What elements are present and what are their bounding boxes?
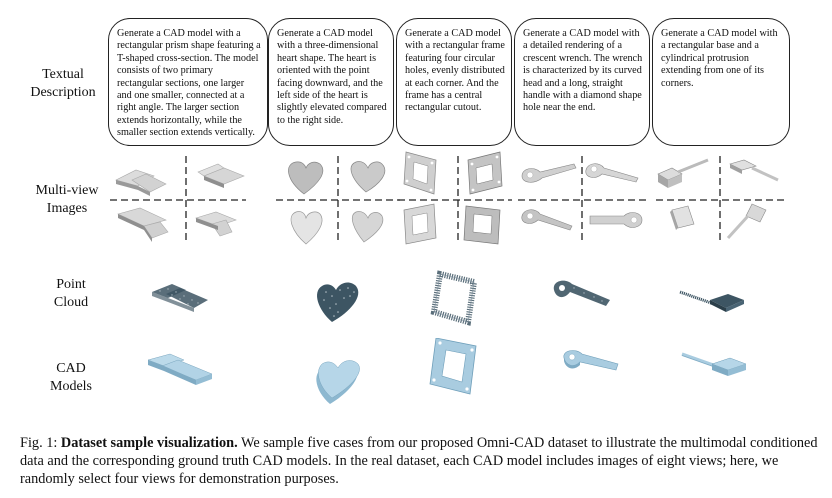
point-cloud-heart: [274, 260, 414, 335]
row-label-textual: Textual Description: [18, 66, 108, 102]
caption-body: We sample five cases from our proposed O…: [20, 435, 818, 487]
base-cylinder-view-4: [726, 203, 767, 240]
row-label-line: Textual: [42, 67, 84, 82]
description-bubble-3: Generate a CAD model with a rectangular …: [396, 18, 512, 146]
frame-view-4: [463, 205, 501, 245]
row-label-line: Images: [46, 201, 88, 216]
row-label-cad: CAD Models: [26, 360, 116, 396]
sample-column-heart: [274, 150, 414, 410]
cad-model-base-cylinder: [652, 338, 792, 408]
row-label-point-cloud: Point Cloud: [26, 276, 116, 312]
description-text: Generate a CAD model with a rectangular …: [661, 28, 778, 89]
wrench-view-2: [585, 163, 639, 183]
t-shape-view-3: [117, 207, 169, 242]
t-shape-view-4: [195, 211, 237, 237]
sample-column-base-cylinder: [652, 150, 792, 410]
row-label-line: Description: [30, 85, 96, 100]
wrench-view-3: [521, 209, 573, 231]
t-shape-view-2: [197, 163, 245, 188]
multiview-images-base-cylinder: [652, 150, 792, 250]
frame-view-2: [467, 151, 503, 195]
sample-column-t-shape: [108, 150, 248, 410]
cad-model-wrench: [514, 338, 654, 408]
row-label-line: Point: [56, 277, 86, 292]
row-label-line: Cloud: [53, 295, 89, 310]
description-bubble-4: Generate a CAD model with a detailed ren…: [514, 18, 650, 146]
row-label-line: CAD: [56, 361, 86, 376]
multiview-images-frame: [396, 150, 536, 250]
point-cloud-wrench: [514, 260, 654, 335]
description-text: Generate a CAD model with a three-dimens…: [277, 28, 387, 126]
cad-model-frame: [396, 338, 536, 408]
multiview-images-wrench: [514, 150, 654, 250]
row-label-line: Multi-view: [35, 183, 99, 198]
frame-view-1: [403, 151, 437, 195]
frame-view-3: [403, 203, 437, 245]
cad-model-t-shape: [108, 338, 248, 408]
base-cylinder-view-3: [670, 205, 695, 230]
caption-prefix: Fig. 1:: [20, 435, 61, 451]
wrench-view-1: [521, 163, 577, 183]
point-cloud-t-shape: [108, 260, 248, 335]
sample-column-wrench: [514, 150, 654, 410]
base-cylinder-view-1: [657, 158, 709, 188]
base-cylinder-view-2: [729, 159, 779, 182]
caption-title: Dataset sample visualization.: [60, 435, 238, 451]
sample-column-frame: [396, 150, 536, 410]
multiview-images-t-shape: [108, 150, 248, 250]
description-text: Generate a CAD model with a rectangular …: [405, 28, 505, 114]
cad-model-heart: [274, 338, 414, 408]
description-bubble-1: Generate a CAD model with a rectangular …: [108, 18, 268, 146]
description-bubble-5: Generate a CAD model with a rectangular …: [652, 18, 790, 146]
wrench-view-4: [589, 212, 643, 228]
row-label-multiview: Multi-view Images: [22, 182, 112, 218]
description-text: Generate a CAD model with a detailed ren…: [523, 28, 643, 114]
description-text: Generate a CAD model with a rectangular …: [117, 28, 261, 139]
description-bubble-2: Generate a CAD model with a three-dimens…: [268, 18, 394, 146]
point-cloud-frame: [396, 260, 536, 335]
point-cloud-base-cylinder: [652, 260, 792, 335]
row-label-line: Models: [50, 379, 92, 394]
t-shape-view-1: [115, 169, 167, 196]
multiview-images-heart: [274, 150, 414, 250]
figure-caption: Fig. 1: Dataset sample visualization. We…: [20, 434, 820, 488]
